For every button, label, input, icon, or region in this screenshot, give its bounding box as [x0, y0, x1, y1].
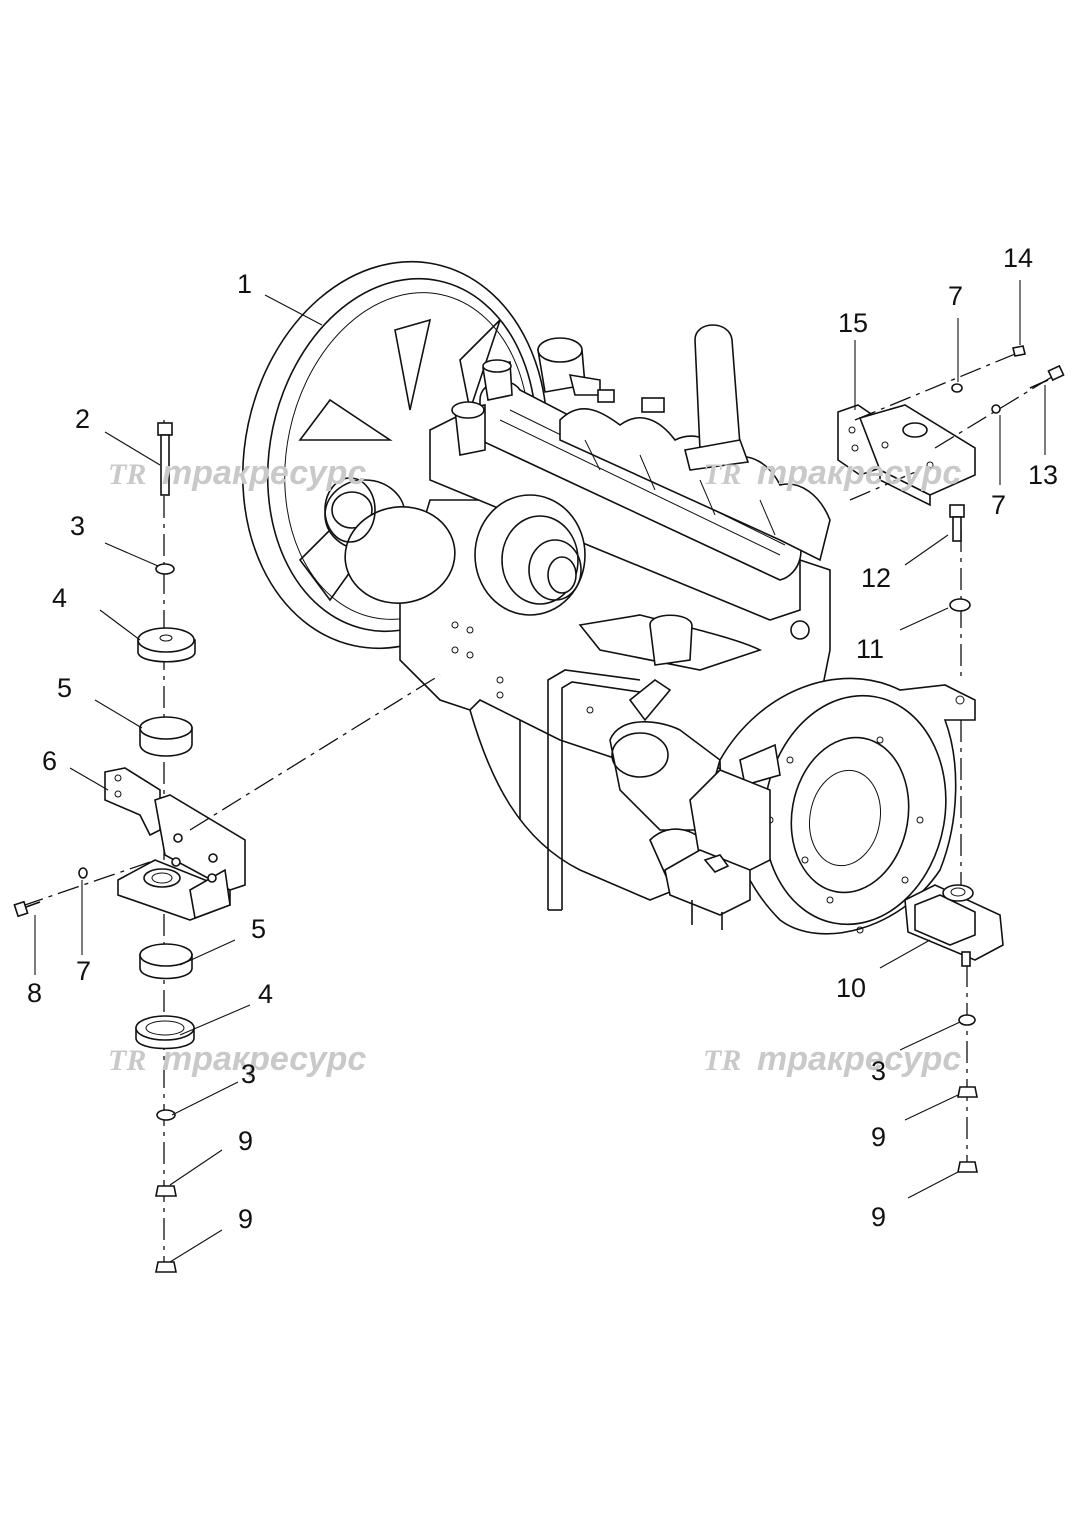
callout-15: 15: [838, 308, 868, 338]
alternator: [324, 477, 456, 604]
washer-11: [949, 598, 971, 612]
nut-9-right-lower: [957, 1161, 978, 1173]
svg-text:тракресурс: тракресурс: [162, 454, 366, 492]
nut-14: [1012, 345, 1026, 357]
watermark-4: TR тракресурс: [703, 1040, 961, 1078]
oil-filler-cap: [537, 337, 601, 396]
engine-assembly: [241, 260, 976, 935]
callout-10: 10: [836, 973, 866, 1003]
dipstick-tube: [547, 669, 641, 911]
svg-text:тракресурс: тракресурс: [757, 1040, 961, 1078]
callout-7-upper: 7: [948, 281, 963, 311]
bolt-12: [949, 504, 965, 542]
callout-8: 8: [27, 978, 42, 1008]
leader-lines: [34, 280, 1046, 1263]
callout-14: 14: [1003, 243, 1033, 273]
svg-text:TR: TR: [703, 458, 741, 491]
svg-text:тракресурс: тракресурс: [757, 454, 961, 492]
filter-bracket: [578, 614, 763, 722]
callout-13: 13: [1028, 460, 1058, 490]
callout-6: 6: [42, 746, 57, 776]
intake-pipe: [684, 324, 750, 471]
callout-9-right-upper: 9: [871, 1122, 886, 1152]
rubber-bushing-5-top: [139, 716, 193, 757]
callout-12: 12: [861, 563, 891, 593]
small-sensors: [597, 389, 665, 413]
bolt-13: [1029, 364, 1065, 389]
callout-7-left: 7: [76, 956, 91, 986]
flywheel-housing: [719, 677, 976, 935]
svg-text:TR: TR: [703, 1044, 741, 1077]
callout-1: 1: [237, 269, 252, 299]
right-mount-stack: [904, 504, 1004, 1173]
nut-9-lower: [155, 1261, 177, 1273]
upper-bracket-stack: [837, 345, 1065, 507]
callout-5-bottom: 5: [251, 914, 266, 944]
callout-5-top: 5: [57, 673, 72, 703]
callout-9-left-upper: 9: [238, 1126, 253, 1156]
mount-bracket-15: [837, 404, 976, 507]
watermark-2: TR тракресурс: [703, 454, 961, 492]
washer-7-left: [78, 867, 88, 879]
callout-3-bottom: 3: [241, 1059, 256, 1089]
washer-7-lower: [991, 404, 1001, 414]
callout-7-lower: 7: [991, 490, 1006, 520]
rear-mount-bracket: [664, 769, 771, 930]
callout-2: 2: [75, 404, 90, 434]
rear-mount-cushion-10: [904, 884, 1004, 967]
bolt-2: [157, 422, 173, 496]
water-pump-pulley: [474, 494, 586, 616]
callout-11: 11: [856, 634, 884, 664]
watermark-3: TR тракресурс: [108, 1040, 366, 1078]
breather-cap: [451, 359, 513, 456]
svg-text:TR: TR: [108, 458, 146, 491]
callout-3-right: 3: [871, 1056, 886, 1086]
svg-text:тракресурс: тракресурс: [162, 1040, 366, 1078]
washer-3-right: [958, 1014, 976, 1026]
callout-4-top: 4: [52, 583, 67, 613]
callout-9-left-lower: 9: [238, 1204, 253, 1234]
washer-3-bottom: [156, 1109, 176, 1121]
svg-text:TR: TR: [108, 1044, 146, 1077]
bolt-8: [13, 900, 41, 918]
callout-labels: 1 2 3 4 5 6 7 8 5 4 3 9 9 15 7 14 13 7 1…: [27, 243, 1058, 1234]
rubber-pad-4-top: [137, 627, 196, 663]
nut-9-upper: [155, 1185, 177, 1197]
callout-4-bottom: 4: [258, 979, 273, 1009]
nut-9-right-upper: [957, 1086, 978, 1098]
washer-3-top: [155, 563, 175, 575]
rubber-pad-4-bottom: [135, 1015, 195, 1050]
rubber-bushing-5-bottom: [139, 943, 193, 980]
front-mount-bracket-6: [104, 767, 246, 921]
callout-9-right-lower: 9: [871, 1202, 886, 1232]
watermark-1: TR тракресурс: [108, 454, 366, 492]
left-mount-stack: [13, 420, 441, 1273]
callout-3-top: 3: [70, 511, 85, 541]
washer-7-upper: [951, 383, 963, 393]
